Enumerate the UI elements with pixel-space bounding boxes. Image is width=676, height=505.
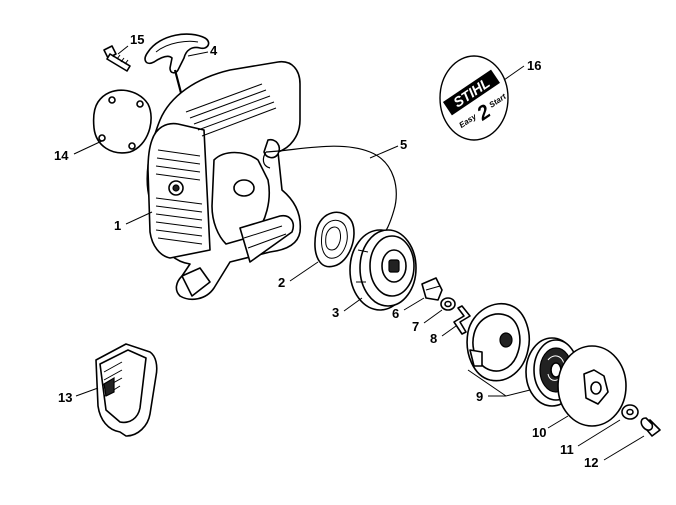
callout-15: 15 — [130, 32, 144, 47]
part-10-cover-disc — [557, 345, 627, 427]
leader-lines — [73, 45, 645, 461]
part-15-screw — [103, 45, 131, 72]
part-13-filter-cover — [95, 343, 158, 437]
part-7-washer — [440, 297, 456, 311]
callout-1: 1 — [114, 218, 121, 233]
callout-4: 4 — [210, 43, 218, 58]
callout-11: 11 — [560, 442, 574, 457]
callout-10: 10 — [532, 425, 546, 440]
callout-13: 13 — [58, 390, 72, 405]
part-8-spring-clip — [453, 305, 471, 335]
housing-top-ribs — [185, 83, 277, 137]
callout-8: 8 — [430, 331, 437, 346]
callout-14: 14 — [54, 148, 69, 163]
part-1-fan-housing — [146, 60, 302, 301]
part-9-rotor-housing — [466, 302, 530, 382]
callout-2: 2 — [278, 275, 285, 290]
callout-3: 3 — [332, 305, 339, 320]
part-11-washer — [621, 404, 639, 420]
part-3-rope-rotor — [349, 229, 417, 311]
callout-12: 12 — [584, 455, 598, 470]
part-4-starter-grip — [144, 33, 210, 113]
callout-6: 6 — [392, 306, 399, 321]
callout-9: 9 — [476, 389, 483, 404]
part-6-pawl — [421, 277, 443, 301]
callout-5: 5 — [400, 137, 407, 152]
part-12-bolt — [640, 417, 661, 437]
housing-vents — [155, 149, 203, 245]
part-2-rewind-spring — [314, 211, 355, 268]
callout-7: 7 — [412, 319, 419, 334]
part-16-decal: STIHL Easy 2 Start — [439, 55, 509, 141]
part-14-cover-plate — [92, 89, 152, 154]
part-5-starter-rope — [262, 145, 397, 241]
callout-16: 16 — [527, 58, 541, 73]
callout-numbers: 15 4 16 14 5 1 2 3 6 7 8 9 10 11 12 13 — [54, 32, 598, 470]
